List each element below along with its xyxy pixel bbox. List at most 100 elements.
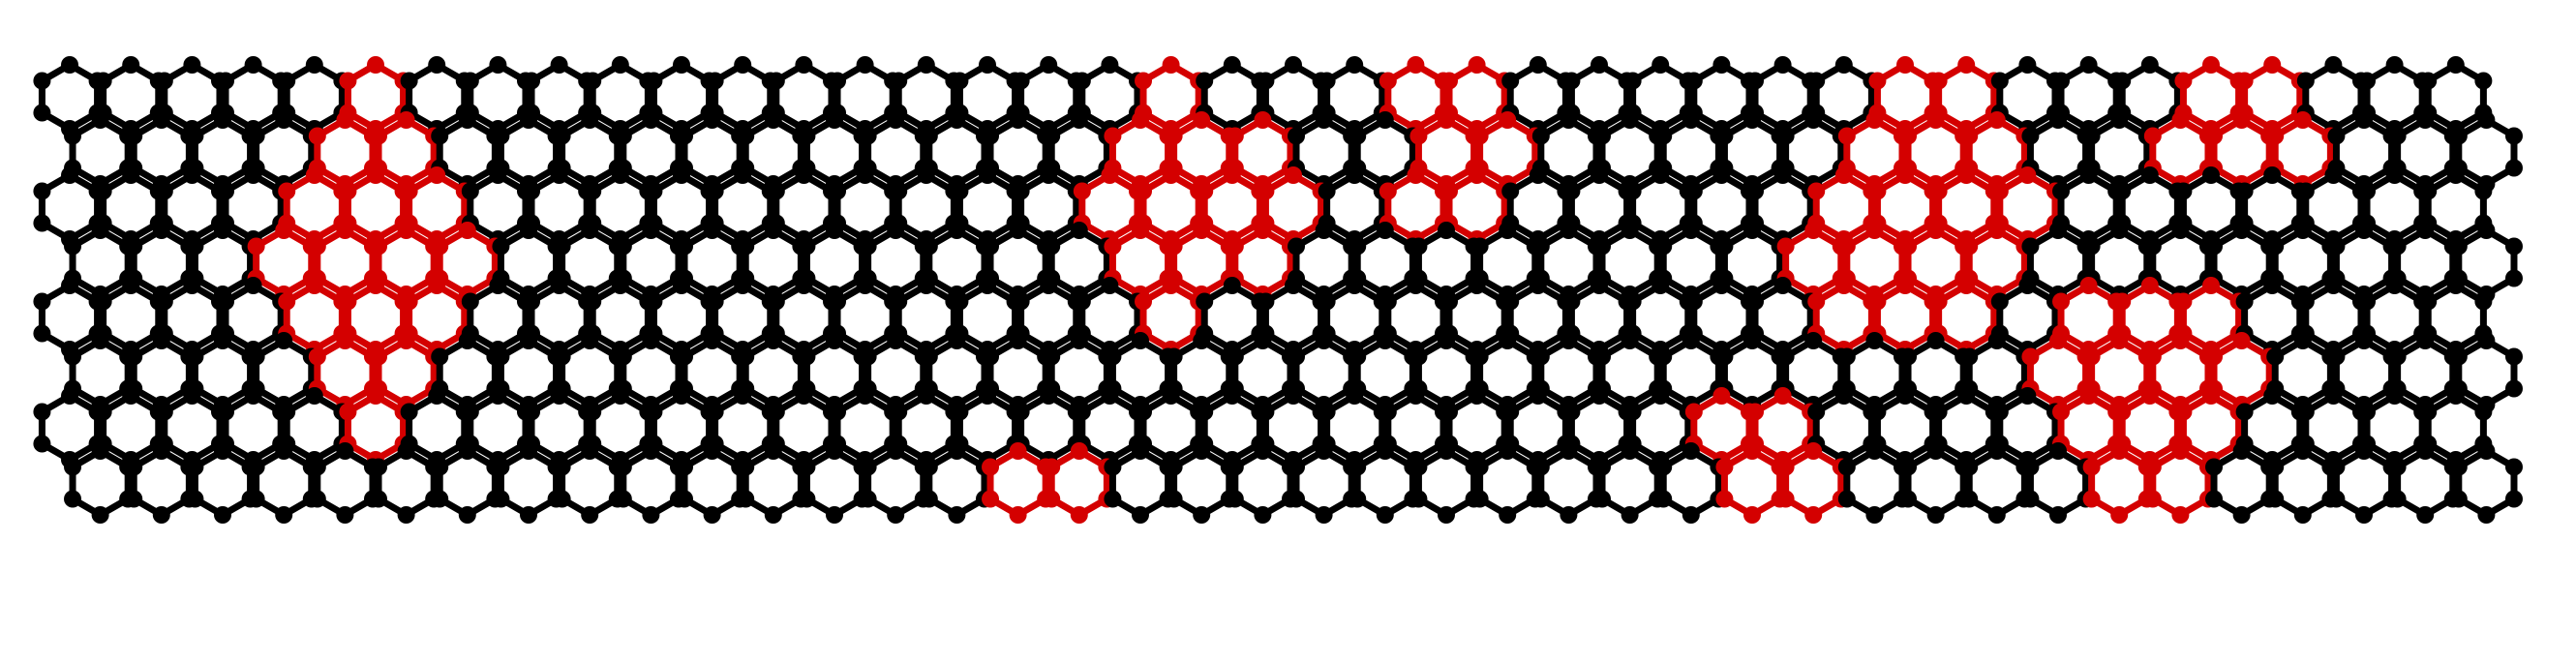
lattice-atom <box>523 72 541 90</box>
lattice-atom <box>1409 347 1428 366</box>
lattice-atom <box>2416 222 2435 239</box>
lattice-atom <box>2266 237 2285 256</box>
lattice-atom <box>2079 56 2098 74</box>
lattice-atom <box>611 387 629 405</box>
lattice-atom <box>1682 332 1700 349</box>
lattice-atom <box>64 127 82 145</box>
highlighted-atom <box>1132 222 1149 239</box>
highlighted-atom <box>2171 442 2190 460</box>
lattice-atom <box>611 277 629 294</box>
lattice-atom <box>2477 332 2496 349</box>
lattice-atom <box>1684 292 1703 311</box>
lattice-atom <box>2504 379 2523 398</box>
lattice-atom <box>581 222 599 239</box>
lattice-atom <box>859 490 877 508</box>
lattice-atom <box>244 166 262 184</box>
highlighted-atom <box>1804 442 1823 460</box>
lattice-atom <box>2263 166 2282 184</box>
lattice-atom <box>1682 222 1700 239</box>
lattice-atom <box>489 166 507 184</box>
lattice-atom <box>1837 458 1856 476</box>
lattice-atom <box>2477 442 2496 460</box>
lattice-atom <box>1593 458 1612 476</box>
lattice-atom <box>1654 127 1673 145</box>
lattice-atom <box>461 182 479 200</box>
lattice-atom <box>2446 387 2465 405</box>
lattice-atom <box>2446 277 2465 294</box>
lattice-atom <box>982 347 1000 366</box>
highlighted-atom <box>1868 182 1887 200</box>
lattice-atom <box>887 111 905 129</box>
lattice-atom <box>155 292 173 311</box>
lattice-atom <box>703 111 721 129</box>
highlighted-atom <box>2143 490 2162 508</box>
lattice-atom <box>370 490 388 508</box>
highlighted-atom <box>1834 166 1853 184</box>
lattice-atom <box>1773 277 1792 294</box>
lattice-atom <box>676 127 694 145</box>
lattice-atom <box>1104 490 1122 508</box>
lattice-atom <box>1349 347 1367 366</box>
lattice-atom <box>1621 506 1639 524</box>
highlighted-atom <box>336 111 354 129</box>
lattice-atom <box>2266 458 2285 476</box>
lattice-atom <box>706 292 724 311</box>
lattice-atom <box>1009 222 1027 239</box>
highlighted-atom <box>370 237 388 256</box>
lattice-atom <box>1773 166 1792 184</box>
lattice-atom <box>887 332 905 349</box>
lattice-atom <box>829 182 847 200</box>
highlighted-atom <box>1957 166 1976 184</box>
lattice-atom <box>1682 111 1700 129</box>
lattice-atom <box>2296 292 2315 311</box>
lattice-atom <box>737 458 755 476</box>
highlighted-atom <box>2174 292 2193 311</box>
lattice-atom <box>2018 277 2037 294</box>
lattice-atom <box>951 292 969 311</box>
lattice-atom <box>278 72 296 90</box>
lattice-atom <box>581 111 599 129</box>
lattice-atom <box>614 237 632 256</box>
lattice-atom <box>1591 277 1608 294</box>
lattice-atom <box>400 403 418 421</box>
highlighted-atom <box>2140 387 2159 405</box>
lattice-atom <box>1593 127 1612 145</box>
highlighted-atom <box>1865 222 1884 239</box>
lattice-atom <box>1652 166 1670 184</box>
lattice-atom <box>2474 182 2493 200</box>
lattice-atom <box>920 458 938 476</box>
highlighted-atom <box>1776 237 1795 256</box>
lattice-atom <box>2324 277 2343 294</box>
highlighted-atom <box>275 222 293 239</box>
lattice-atom <box>2355 111 2373 129</box>
lattice-atom <box>305 387 323 405</box>
lattice-atom <box>706 72 724 90</box>
highlighted-atom <box>1837 237 1856 256</box>
lattice-atom <box>1223 387 1241 405</box>
lattice-atom <box>951 403 969 421</box>
highlighted-atom <box>1743 506 1761 524</box>
lattice-atom <box>2416 442 2435 460</box>
lattice-atom <box>183 56 201 74</box>
highlighted-atom <box>2049 332 2067 349</box>
highlighted-atom <box>1868 292 1887 311</box>
lattice-atom <box>948 111 966 129</box>
lattice-atom <box>1926 442 1945 460</box>
lattice-atom <box>1531 347 1550 366</box>
highlighted-atom <box>397 222 415 239</box>
lattice-atom <box>2293 332 2312 349</box>
lattice-atom <box>1807 72 1826 90</box>
lattice-atom <box>1623 72 1642 90</box>
lattice-atom <box>2355 222 2373 239</box>
lattice-atom <box>94 292 112 311</box>
lattice-atom <box>1257 72 1275 90</box>
lattice-atom <box>1438 332 1455 349</box>
lattice-atom <box>611 166 629 184</box>
lattice-atom <box>1349 237 1367 256</box>
lattice-atom <box>61 277 78 294</box>
lattice-atom <box>2504 490 2523 508</box>
lattice-atom <box>155 72 173 90</box>
lattice-atom <box>1318 182 1336 200</box>
lattice-atom <box>33 435 51 453</box>
lattice-atom <box>2018 56 2037 74</box>
